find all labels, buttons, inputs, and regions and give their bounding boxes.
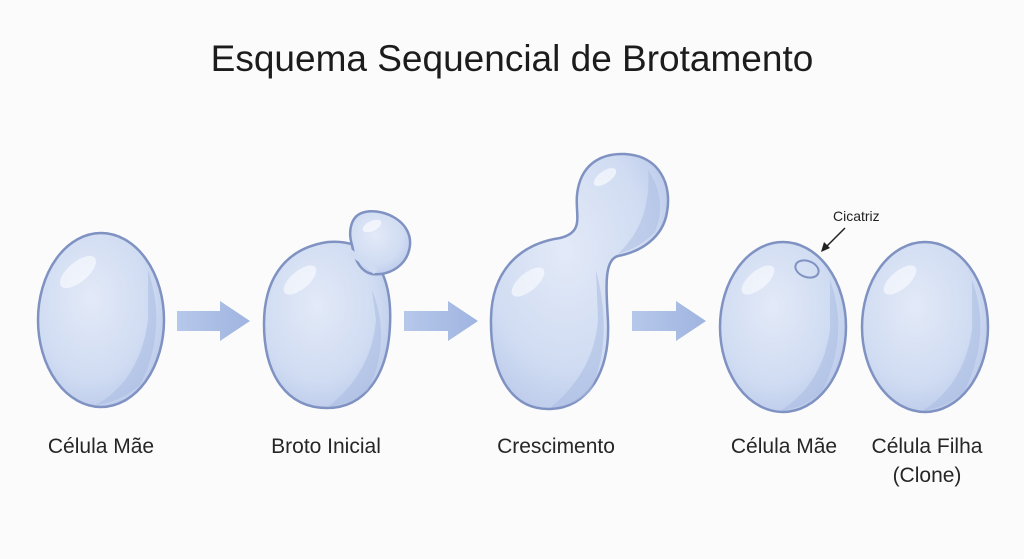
mother-cell-stage-1	[36, 231, 166, 409]
diagram-title: Esquema Sequencial de Brotamento	[210, 38, 814, 79]
stage-label-initial-bud: Broto Inicial	[271, 435, 381, 458]
arrow-1	[177, 301, 250, 341]
stage-label-daughter-cell: Célula Filha (Clone)	[871, 435, 983, 487]
growth-stage	[489, 152, 670, 411]
scar-annotation: Cicatriz	[821, 208, 880, 252]
mother-cell-stage-4	[718, 240, 848, 414]
bud-scar	[794, 259, 820, 279]
scar-annotation-label: Cicatriz	[833, 208, 880, 224]
stage-label-mother-cell-final: Célula Mãe	[730, 435, 838, 458]
stage-label-growth: Crescimento	[497, 435, 615, 458]
stage-label-mother-cell: Célula Mãe	[47, 435, 155, 458]
initial-bud-stage	[262, 210, 412, 410]
arrow-2	[404, 301, 478, 341]
arrow-3	[632, 301, 706, 341]
daughter-cell	[860, 240, 990, 414]
annotation-arrowhead	[821, 242, 830, 252]
